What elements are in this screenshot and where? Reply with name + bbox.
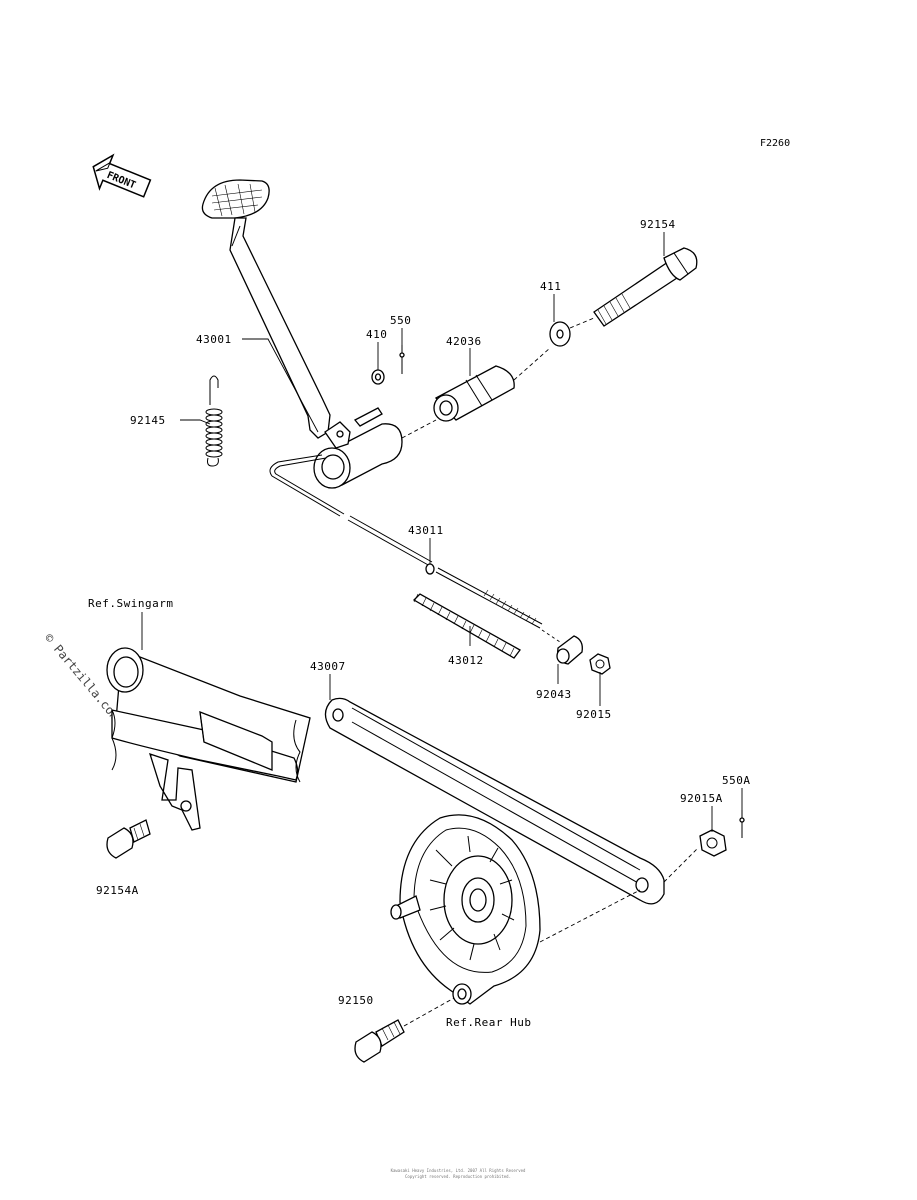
cotter-pin-550A xyxy=(739,810,745,838)
brake-rod-43011 xyxy=(269,454,561,643)
sleeve-42036 xyxy=(433,365,515,422)
label-ref-rear-hub: Ref.Rear Hub xyxy=(446,1016,531,1029)
brake-pedal xyxy=(201,179,331,439)
label-92043: 92043 xyxy=(536,688,572,701)
bolt-92150 xyxy=(354,1019,405,1063)
spring-92145 xyxy=(205,375,223,467)
label-92015: 92015 xyxy=(576,708,612,721)
rear-hub-panel xyxy=(390,814,541,1005)
label-550: 550 xyxy=(390,314,411,327)
bolt-92154A xyxy=(106,819,151,859)
label-92150: 92150 xyxy=(338,994,374,1007)
label-550A: 550A xyxy=(722,774,751,787)
label-92154: 92154 xyxy=(640,218,676,231)
joint-92043 xyxy=(556,635,583,665)
footer-copyright-line1: Kawasaki Heavy Industries, Ltd. 2007 All… xyxy=(391,1168,526,1173)
nut-92015A xyxy=(699,829,727,857)
nut-92015 xyxy=(589,653,611,675)
label-410: 410 xyxy=(366,328,387,341)
bolt-92154 xyxy=(593,247,698,327)
label-92154A: 92154A xyxy=(96,884,139,897)
front-arrow-icon: FRONT xyxy=(92,153,152,198)
leader-lines xyxy=(141,232,743,832)
label-92015A: 92015A xyxy=(680,792,723,805)
pivot-boss xyxy=(313,407,403,489)
assembly-axis xyxy=(401,317,595,439)
swingarm xyxy=(106,647,311,831)
cotter-pin-550 xyxy=(399,345,405,374)
label-43011: 43011 xyxy=(408,524,444,537)
spring-43012 xyxy=(412,593,521,659)
label-43001: 43001 xyxy=(196,333,232,346)
footer-copyright-line2: Copyright reserved. Reproduction prohibi… xyxy=(405,1174,511,1179)
label-43007: 43007 xyxy=(310,660,346,673)
torque-link-43007 xyxy=(324,697,665,905)
label-42036: 42036 xyxy=(446,335,482,348)
label-43012: 43012 xyxy=(448,654,484,667)
figure-code: F2260 xyxy=(760,138,790,149)
label-92145: 92145 xyxy=(130,414,166,427)
label-411: 411 xyxy=(540,280,561,293)
label-ref-swingarm: Ref.Swingarm xyxy=(88,597,173,610)
